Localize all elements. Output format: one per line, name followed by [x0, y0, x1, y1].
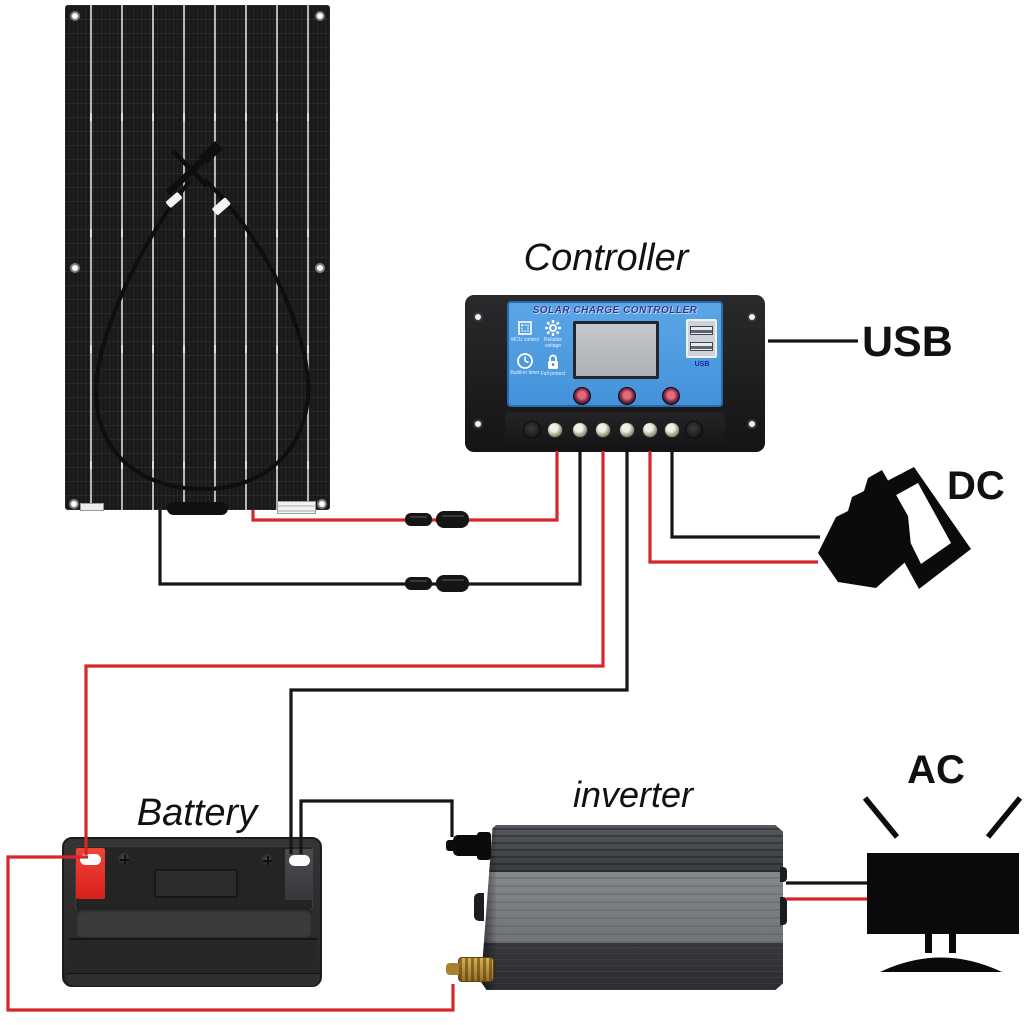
battery-screw — [118, 853, 131, 866]
battery — [62, 837, 322, 987]
battery-base-lip — [66, 973, 320, 986]
gear-icon — [545, 320, 561, 336]
usb-caption: USB — [694, 361, 710, 368]
feature-timer: Build-in timer — [510, 352, 540, 377]
mc4-connector-pair-negative — [405, 575, 469, 592]
terminal-screw-load-negative[interactable] — [664, 422, 680, 438]
terminal-strip — [505, 412, 725, 448]
mounting-hole — [315, 263, 325, 273]
controller-mount-hole — [473, 419, 483, 429]
battery-handle — [76, 908, 312, 937]
inverter-dc-input-plug — [453, 835, 487, 856]
battery-label: Battery — [136, 792, 258, 834]
solar-panel — [65, 5, 330, 515]
terminal-end-cap — [685, 421, 703, 439]
inverter-dc-input-plug-tip — [446, 840, 456, 851]
inverter-brass-connector-tip — [446, 963, 459, 975]
controller-button-menu[interactable] — [573, 387, 591, 405]
inverter-label: inverter — [572, 774, 694, 815]
battery-base — [69, 938, 317, 976]
controller-mount-hole — [747, 419, 757, 429]
controller-title: SOLAR CHARGE CONTROLLER — [532, 305, 698, 316]
inverter-top-band — [481, 825, 783, 872]
mc4-connector-pair-positive — [405, 511, 469, 528]
ac-ray-right — [985, 796, 1023, 839]
feature-voltage: Reliable voltage — [538, 319, 568, 349]
usb-label: USB — [862, 318, 953, 366]
usb-port[interactable] — [690, 326, 713, 336]
panel-grid-line — [90, 5, 92, 510]
lcd-screen — [573, 321, 659, 379]
mounting-hole — [317, 499, 327, 509]
mounting-hole — [315, 11, 325, 21]
terminal-screw-load-positive[interactable] — [642, 422, 658, 438]
feature-label: Reliable voltage — [543, 337, 563, 349]
ac-ray-left — [862, 796, 900, 839]
inverter-side-tab — [474, 893, 484, 921]
inverter — [446, 825, 787, 990]
inverter-right-nub — [780, 897, 787, 925]
wire-load-negative — [670, 451, 820, 539]
terminal-screw-battery-positive[interactable] — [595, 422, 611, 438]
terminal-screw-pv-negative[interactable] — [572, 422, 588, 438]
ac-label: AC — [907, 748, 965, 792]
inverter-right-nub — [780, 867, 787, 882]
inverter-body — [481, 825, 783, 990]
inverter-bottom-band — [481, 943, 783, 990]
dc-label: DC — [947, 464, 1005, 508]
feature-label: Full protect — [540, 371, 566, 377]
controller-mount-hole — [473, 312, 483, 322]
feature-label: MCU control — [511, 337, 539, 343]
terminal-screw-battery-negative[interactable] — [619, 422, 635, 438]
panel-grid-line — [214, 5, 216, 510]
battery-positive-slot — [80, 854, 101, 865]
inverter-mid-band — [481, 872, 783, 943]
terminal-screw-pv-positive[interactable] — [547, 422, 563, 438]
feature-mcu: MCU control — [510, 319, 540, 344]
monitor-leg — [949, 934, 956, 953]
controller-button-up[interactable] — [618, 387, 636, 405]
wire-load-positive — [648, 451, 818, 564]
panel-sticker — [80, 503, 104, 511]
panel-grid-line — [276, 5, 278, 510]
wire-inverter-negative — [299, 799, 454, 854]
panel-grid-line — [245, 5, 247, 510]
panel-grid-line — [152, 5, 154, 510]
controller-face: SOLAR CHARGE CONTROLLER MCU control Reli… — [507, 301, 723, 407]
feature-protect: Full protect — [538, 353, 568, 378]
monitor-base — [880, 957, 1002, 972]
mounting-hole — [70, 11, 80, 21]
padlock-icon — [548, 354, 558, 369]
controller-button-down[interactable] — [662, 387, 680, 405]
controller-label: Controller — [523, 237, 689, 279]
panel-spec-label — [277, 501, 316, 514]
battery-negative-terminal — [285, 849, 313, 900]
mcu-chip-icon — [518, 321, 532, 335]
monitor-screen — [867, 853, 1019, 934]
terminal-end-cap — [523, 421, 541, 439]
mounting-hole — [69, 499, 79, 509]
panel-grid-line — [307, 5, 309, 510]
junction-box — [167, 502, 228, 515]
charge-controller: SOLAR CHARGE CONTROLLER MCU control Reli… — [465, 295, 765, 452]
ac-monitor-icon — [862, 796, 1023, 972]
feature-label: Build-in timer — [510, 370, 540, 376]
battery-positive-terminal — [76, 848, 105, 899]
mounting-hole — [70, 263, 80, 273]
clock-icon — [517, 353, 533, 369]
usb-ports-icon[interactable] — [686, 319, 717, 358]
monitor-leg — [925, 934, 932, 953]
battery-screw — [261, 854, 274, 867]
panel-grid-line — [121, 5, 123, 510]
controller-mount-hole — [747, 312, 757, 322]
usb-port[interactable] — [690, 341, 713, 351]
inverter-brass-connector — [458, 957, 494, 982]
battery-negative-slot — [289, 855, 310, 866]
battery-label-recess — [154, 869, 238, 898]
panel-grid-line — [183, 5, 185, 510]
